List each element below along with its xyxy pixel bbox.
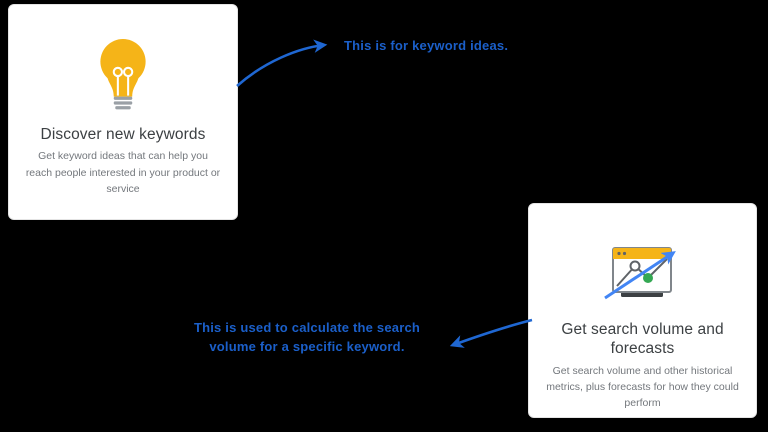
chart-forecast-icon — [599, 240, 687, 306]
trend-arrow — [603, 251, 676, 300]
keyword-ideas-note: This is for keyword ideas. — [344, 38, 509, 53]
card-title: Get search volume and forecasts — [561, 321, 724, 358]
card-description: Get keyword ideas that can help you reac… — [25, 150, 221, 195]
arrow-to-keyword-ideas-note — [236, 39, 328, 87]
search-volume-card[interactable]: Get search volume and forecasts Get sear… — [528, 203, 757, 418]
discover-keywords-card[interactable]: Discover new keywords Get keyword ideas … — [8, 4, 238, 220]
card-description: Get search volume and other historical m… — [546, 364, 739, 410]
lightbulb-icon — [92, 37, 154, 111]
card-title: Discover new keywords — [40, 126, 206, 143]
arrow-to-search-volume-note — [449, 318, 533, 348]
search-volume-note: This is used to calculate the search vol… — [193, 320, 421, 354]
